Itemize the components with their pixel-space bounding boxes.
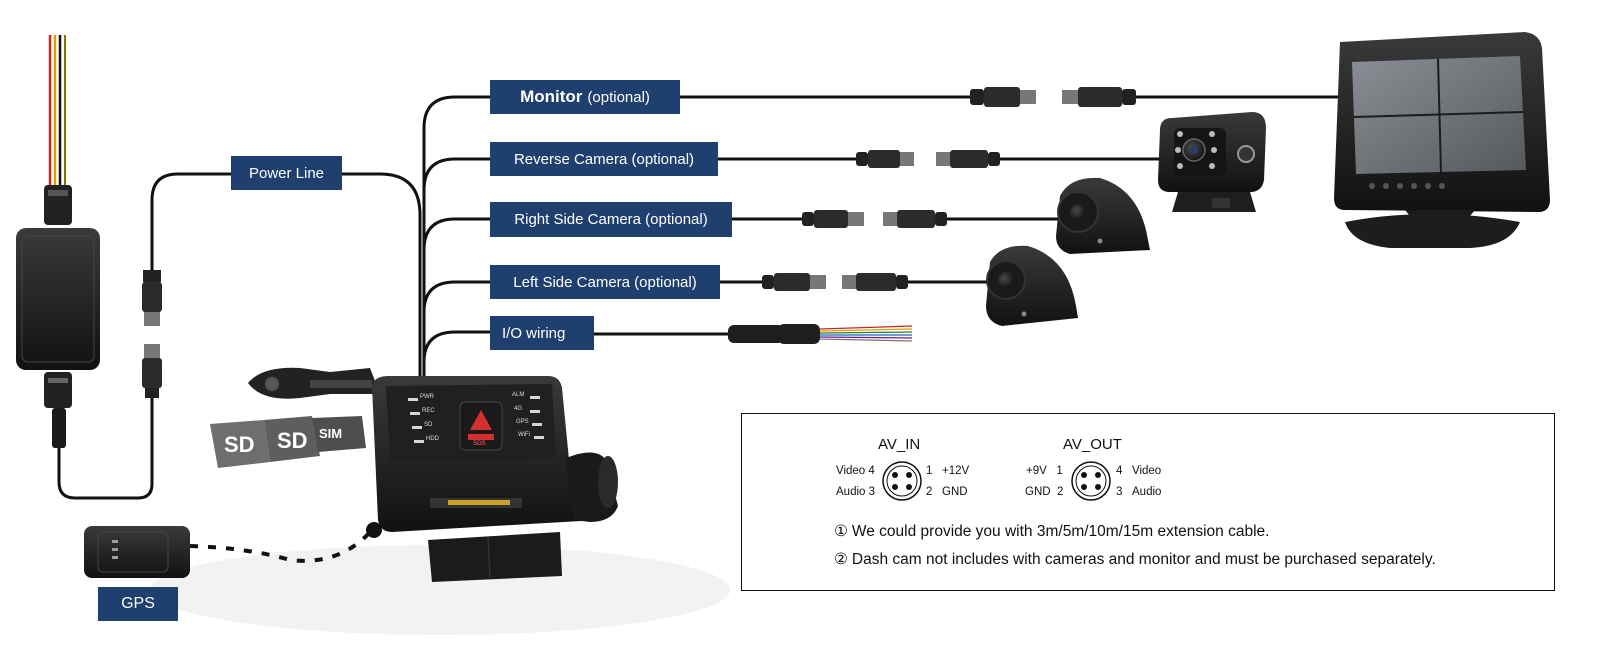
note-1-number: ①: [834, 523, 848, 540]
right-camera-connector-pair: [802, 210, 947, 228]
av-out-pin4-label: 4 Video: [1116, 465, 1161, 477]
right-side-camera-text: Right Side Camera (optional): [514, 211, 708, 228]
left-side-camera-text: Left Side Camera (optional): [513, 273, 697, 291]
av-out-pin1-num: 1: [1056, 465, 1063, 477]
right-side-camera-device: [1056, 177, 1150, 254]
av-out-pin4-num: 4: [1116, 465, 1123, 477]
power-connector-pair: [142, 270, 162, 398]
sd-card-2-label: SD: [277, 428, 308, 453]
led-alm-label: ALM: [512, 392, 525, 398]
av-in-pin2-num: 2: [926, 486, 933, 498]
led-gps-label: GPS: [516, 419, 529, 425]
gps-antenna-device: [84, 522, 382, 578]
power-line-label: Power Line: [231, 156, 342, 190]
av-in-pin4-name: Video: [836, 465, 866, 477]
av-in-connector-icon: [882, 461, 922, 501]
left-camera-connector-pair: [762, 273, 908, 291]
av-in-title: AV_IN: [878, 436, 921, 453]
monitor-label-sub: (optional): [587, 88, 650, 106]
monitor-label-main: Monitor: [520, 87, 583, 106]
av-out-pin1-name: +9V: [1026, 465, 1047, 477]
av-out-title: AV_OUT: [1063, 436, 1122, 453]
io-wiring-label: I/O wiring: [490, 316, 594, 350]
led-hdd-label: HDD: [426, 436, 439, 442]
av-in-pin4-num: 4: [868, 465, 875, 477]
right-side-camera-label: Right Side Camera (optional): [490, 202, 732, 237]
sd-sim-cards: [210, 416, 366, 468]
note-2-text: Dash cam not includes with cameras and m…: [851, 551, 1436, 568]
av-in-pin1-name: +12V: [942, 465, 970, 477]
av-out-pin4-name: Video: [1132, 465, 1162, 477]
dash-cam-device: [150, 367, 730, 635]
av-out-pin3-label: 3 Audio: [1116, 486, 1161, 498]
note-1-text: We could provide you with 3m/5m/10m/15m …: [851, 523, 1270, 540]
monitor-device: [1334, 32, 1550, 248]
led-4g-label: 4G: [514, 406, 523, 412]
pinout-notes-panel: AV_IN Video 4 Audio 3 1 +12V 2 GND AV_OU…: [741, 413, 1555, 591]
monitor-connector-pair: [970, 87, 1136, 107]
reverse-camera-text: Reverse Camera (optional): [513, 150, 695, 168]
left-side-camera-label: Left Side Camera (optional): [490, 265, 720, 299]
av-in-pin1-label: 1 +12V: [926, 465, 969, 477]
reverse-camera-connector-pair: [856, 150, 1000, 168]
sd-card-1-label: SD: [224, 432, 255, 457]
power-line-text: Power Line: [248, 164, 325, 182]
av-out-pin3-num: 3: [1116, 486, 1123, 498]
av-in-pin3-name: Audio: [836, 486, 866, 498]
power-fuse-box: [16, 35, 100, 448]
left-side-camera-device: [986, 245, 1078, 326]
io-wiring-text: I/O wiring: [502, 324, 566, 342]
sim-card-text: SIM: [319, 426, 343, 441]
led-pwr-label: PWR: [420, 394, 434, 400]
av-in-pin3-num: 3: [868, 486, 876, 498]
av-out-pin3-name: Audio: [1132, 486, 1162, 498]
sos-button-label: SOS: [473, 441, 486, 447]
av-out-connector-icon: [1071, 461, 1111, 501]
reverse-camera-label: Reverse Camera (optional): [490, 142, 718, 176]
led-sd-label: SD: [424, 422, 433, 428]
av-out-pin1-label: +9V 1: [1026, 465, 1063, 477]
reverse-camera-device: [1158, 112, 1266, 212]
av-in-pin2-label: 2 GND: [926, 486, 968, 498]
gps-label: GPS: [98, 587, 178, 621]
av-in-pin2-name: GND: [942, 486, 968, 498]
av-in-pin1-num: 1: [926, 465, 933, 477]
av-in-pin3-label: Audio 3: [836, 486, 875, 498]
led-wifi-label: WiFi: [518, 432, 530, 438]
io-wiring-harness: [728, 324, 913, 344]
led-rec-label: REC: [422, 408, 435, 414]
monitor-label: Monitor (optional): [490, 80, 680, 114]
av-out-pin2-label: GND 2: [1025, 486, 1063, 498]
gps-text: GPS: [121, 595, 155, 612]
av-out-pin2-num: 2: [1056, 486, 1064, 498]
note-2-number: ②: [834, 551, 848, 568]
av-out-pin2-name: GND: [1025, 486, 1051, 498]
av-in-pin4-label: Video 4: [836, 465, 875, 477]
